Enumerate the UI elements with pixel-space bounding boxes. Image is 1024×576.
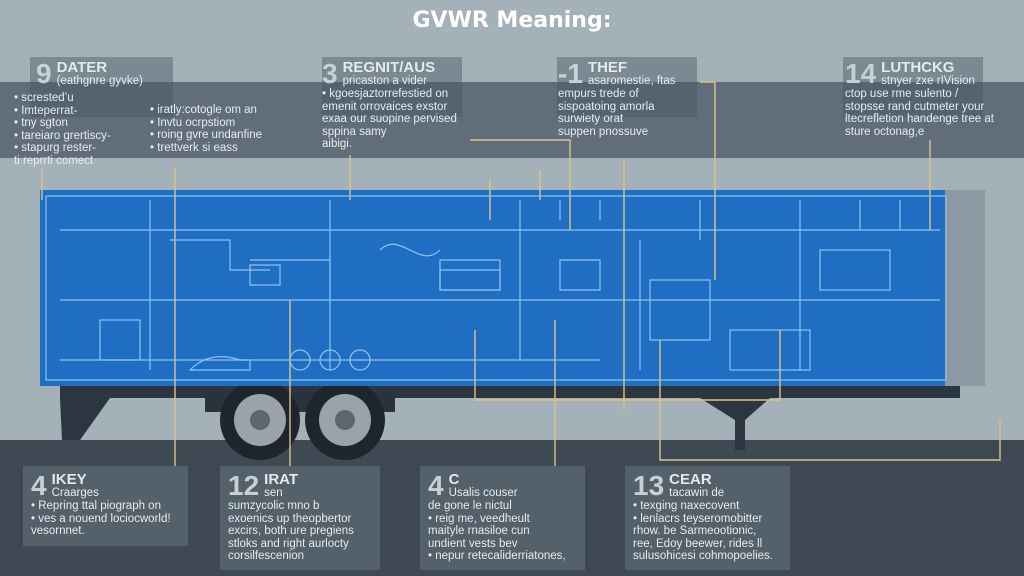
panel-line: • roing gvre undanfine <box>150 129 263 141</box>
panel-line: exoenics up theopbertor <box>228 512 352 525</box>
panel-subtitle: Craarges <box>51 487 99 499</box>
landing-gear <box>700 398 770 450</box>
panel-subtitle: tacawin de <box>669 487 725 499</box>
panel-line: • trettverk si eass <box>150 141 238 154</box>
panel-heading: IRAT <box>264 471 299 488</box>
panel-subtitle: Usalis couser <box>448 487 518 499</box>
wheel-hub <box>250 410 270 430</box>
panel-line: vesornnet. <box>31 525 85 537</box>
info-panel-14: 14 LUTHCKG stnyer zxe rIVision ctop use … <box>845 60 994 138</box>
panel-subtitle: pricaston a vider <box>342 75 427 87</box>
panel-number: 3 <box>322 58 338 89</box>
panel-line: • tny sgton <box>14 117 68 129</box>
panel-heading: LUTHCKG <box>881 59 955 76</box>
panel-subtitle: sen <box>264 487 283 499</box>
panel-number: 14 <box>845 58 877 89</box>
panel-line: surwiety orat <box>558 113 624 125</box>
panel-number: 13 <box>633 470 665 501</box>
panel-line: stloks and right aurlocty <box>228 537 349 550</box>
panel-heading: DATER <box>56 59 108 76</box>
info-panel-12: 12 IRAT sen sumzycolic mno b exoenics up… <box>220 466 380 570</box>
panel-heading: IKEY <box>51 471 87 488</box>
panel-line: • Repring ttal piograph on <box>31 500 161 512</box>
panel-line: • ves a nouend lociocworld! <box>31 512 171 525</box>
info-panel-9: 9 DATER (eathgnre gyvke) <box>36 60 143 88</box>
panel-line: • kgoesjaztorrefestied on <box>322 88 449 100</box>
panel-line: excirs, both ure pregiens <box>228 525 354 537</box>
front-support <box>60 398 110 440</box>
panel-line: • scrested’u <box>14 92 74 104</box>
blueprint-circuitry <box>45 195 947 381</box>
panel-line: stopsse rand cutmeter your <box>845 100 985 113</box>
panel-heading: CEAR <box>669 471 712 488</box>
info-panel-13: 13 CEAR tacawin de • texging naxecovent … <box>625 466 790 570</box>
panel-line: aibigi. <box>322 138 353 150</box>
panel-line: • stapurg rester- <box>14 142 96 154</box>
panel-number: 4 <box>428 470 444 501</box>
panel-line: rhow. be Sarmeootionic, <box>633 525 757 537</box>
panel-line: undient vests bev <box>428 537 518 550</box>
trailer-chassis <box>60 384 960 398</box>
panel-line: corsilfescenion <box>228 550 305 562</box>
panel-line: • Invtu ocrpstiom <box>150 116 236 129</box>
panel-line: ctop use rme sulento / <box>845 88 959 100</box>
panel-line: sppina samy <box>322 125 387 138</box>
panel-line: ti reprrti comect <box>14 154 94 167</box>
panel-line: sture octonag,e <box>845 125 925 138</box>
panel-line: sumzycolic mno b <box>228 500 320 512</box>
panel-line: • reig me, veedheult <box>428 512 530 525</box>
info-panel-9-list: • scrested’u • Imteperrat- • tny sgton •… <box>14 92 111 167</box>
page-title: GVWR Meaning: <box>412 8 612 33</box>
panel-subtitle: stnyer zxe rIVision <box>881 75 975 87</box>
info-panel-9-list2: • iratly:cotogle om an • Invtu ocrpstiom… <box>150 104 262 154</box>
panel-line: exaa our suopine pervised <box>322 113 457 125</box>
panel-line: • Imteperrat- <box>14 104 78 117</box>
panel-heading: REGNIT/AUS <box>342 59 436 76</box>
panel-heading: C <box>448 471 460 488</box>
panel-line: empurs trede of <box>558 88 639 100</box>
panel-line: • lenlacrs teyseromobitter <box>633 512 763 525</box>
panel-number: 12 <box>228 470 260 501</box>
wheel-hub <box>335 410 355 430</box>
info-panel-4c: 4 C Usalis couser de gone le nictul • re… <box>420 466 585 570</box>
panel-line: ltecrefletion handenge tree at <box>845 113 994 125</box>
panel-line: • tareiaro grertiscy- <box>14 129 111 142</box>
panel-number: -1 <box>558 58 583 89</box>
panel-line: emenit orrovaices exstor <box>322 100 448 113</box>
panel-heading: THEF <box>587 59 628 76</box>
panel-line: • texging naxecovent <box>633 500 740 512</box>
panel-number: 4 <box>31 470 47 501</box>
top-info-band <box>0 82 1024 158</box>
info-panel-4-key: 4 IKEY Craarges • Repring ttal piograph … <box>23 466 188 546</box>
trailer-blueprint-body <box>40 190 952 386</box>
panel-line: ree, Edoy beewer, rides ll <box>633 537 763 550</box>
ground-band <box>0 440 1024 576</box>
info-panel-3: 3 REGNIT/AUS pricaston a vider • kgoesja… <box>322 60 457 151</box>
panel-subtitle: (eathgnre gyvke) <box>56 75 143 87</box>
trailer-rear-end <box>945 190 985 386</box>
panel-subtitle: asaromestie, ftas <box>587 75 676 87</box>
panel-number: 9 <box>36 58 52 89</box>
panel-line: de gone le nictul <box>428 500 512 512</box>
panel-line: • iratly:cotogle om an <box>150 104 257 116</box>
leader-lines <box>41 81 1001 466</box>
panel-line: maityle rnasiloe cun <box>428 525 530 537</box>
panel-line: suppen pnossuve <box>558 125 649 138</box>
panel-line: sulusohicesi cohmopoelies. <box>633 550 773 562</box>
info-panel-1: -1 THEF asaromestie, ftas empurs trede o… <box>558 60 675 138</box>
panel-line: sispoatoing amorla <box>558 100 655 113</box>
panel-line: • nepur retecaliderriatones, <box>428 550 566 562</box>
